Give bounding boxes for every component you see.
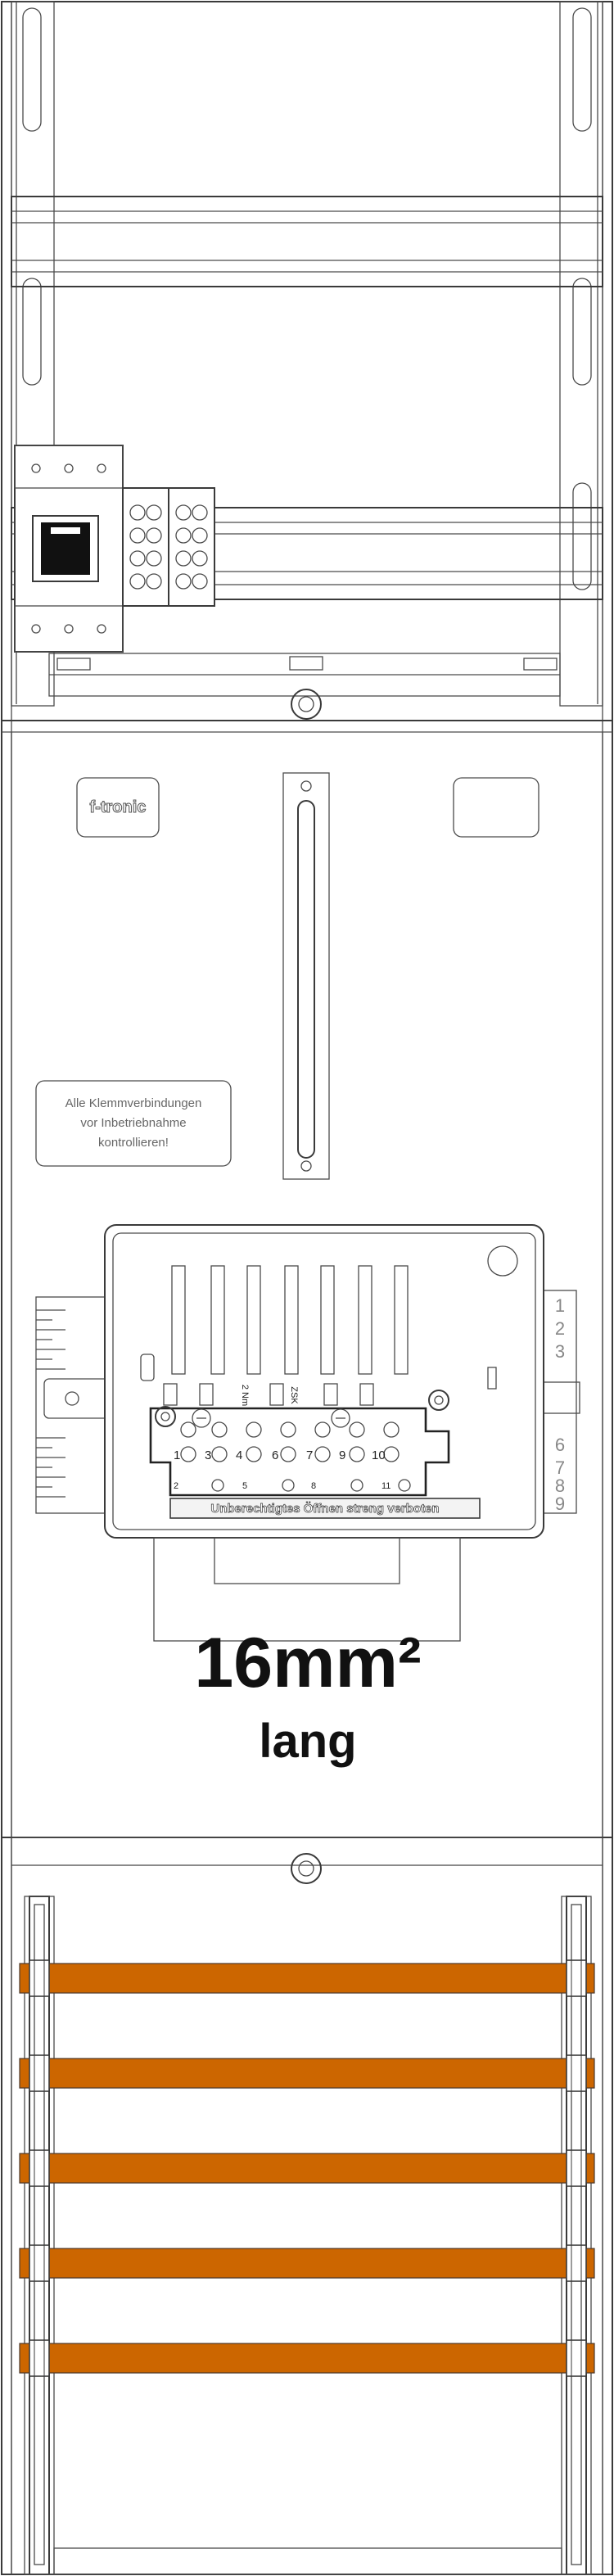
top-section <box>2 1 612 733</box>
terminal-number: 3 <box>205 1448 211 1462</box>
busbar-clip-slot <box>571 2339 582 2377</box>
scale-label: 1 <box>555 1295 565 1316</box>
copper-busbar <box>19 2153 595 2184</box>
warning-line-2: vor Inbetriebnahme <box>80 1116 186 1130</box>
copper-busbar <box>19 2248 595 2279</box>
cover-hinge-strip <box>48 653 561 720</box>
terminal-number-small: 8 <box>311 1481 316 1491</box>
busbars <box>19 1959 595 2377</box>
busbar-section <box>11 1837 603 2575</box>
left-scale <box>35 1296 160 1514</box>
busbar-clip <box>29 2244 50 2282</box>
torque-label: 2 Nm <box>240 1385 250 1406</box>
vertical-slot-bracket <box>282 772 330 1180</box>
warning-line-1: Alle Klemmverbindungen <box>65 1096 202 1110</box>
meter-section: f-tronic Alle Klemmverbindungen vor Inbe… <box>2 732 612 1838</box>
meter-skirt <box>153 1537 461 1642</box>
label-window <box>453 777 540 838</box>
busbar-clip-slot <box>34 1959 45 1997</box>
terminal-number: 10 <box>372 1448 386 1462</box>
logo-plate: f-tronic <box>76 777 160 838</box>
scale-label: 9 <box>555 1494 565 1514</box>
brand-logo: f-tronic <box>90 798 147 816</box>
scale-label: 8 <box>555 1476 565 1496</box>
busbar-clip-slot <box>34 2339 45 2377</box>
comb-pins <box>171 1265 409 1375</box>
zsk-label: ZSK <box>289 1386 299 1404</box>
terminal-blocks <box>122 487 215 607</box>
scale-label: 2 <box>555 1318 565 1339</box>
din-rail-upper <box>11 196 603 287</box>
busbar-holder-left <box>24 1896 55 2575</box>
busbar-clip <box>29 2149 50 2187</box>
busbar-clip-slot <box>571 2244 582 2282</box>
busbar-clip-slot <box>571 2054 582 2092</box>
right-scale: 1 2 3 6 7 8 9 <box>543 1290 580 1514</box>
busbar-clip-slot <box>34 2149 45 2187</box>
busbar-clip <box>566 2339 587 2377</box>
busbar-clip-slot <box>34 2054 45 2092</box>
scale-label: 7 <box>555 1457 565 1478</box>
terminal-number-small: 2 <box>174 1481 178 1491</box>
terminal-number: 6 <box>272 1448 278 1462</box>
busbar-clip-slot <box>34 2244 45 2282</box>
copper-busbar <box>19 2343 595 2374</box>
busbar-clip-slot <box>571 2149 582 2187</box>
cross-section-caption: 16mm² <box>194 1624 421 1702</box>
terminal-number: 4 <box>236 1448 242 1462</box>
terminal-number-small: 5 <box>242 1481 247 1491</box>
busbar-clip <box>29 1959 50 1997</box>
terminal-number-small: 11 <box>381 1481 391 1491</box>
busbar-clip <box>566 2149 587 2187</box>
terminal-number: 9 <box>339 1448 345 1462</box>
busbar-clip <box>566 2244 587 2282</box>
busbar-clip <box>29 2339 50 2377</box>
scale-label: 3 <box>555 1341 565 1362</box>
terminal-number: 1 <box>174 1448 180 1462</box>
copper-busbar <box>19 1963 595 1994</box>
variant-caption: lang <box>259 1715 356 1768</box>
terminal-number: 7 <box>306 1448 313 1462</box>
busbar-clip <box>29 2054 50 2092</box>
busbar-clip <box>566 1959 587 1997</box>
seal-notice: Unberechtigtes Öffnen streng verboten <box>210 1502 439 1516</box>
warning-sticker: Alle Klemmverbindungen vor Inbetriebnahm… <box>35 1080 232 1167</box>
busbar-clip <box>566 2054 587 2092</box>
busbar-clip-slot <box>571 1959 582 1997</box>
terminal-holes <box>180 1421 411 1492</box>
busbar-holder-right <box>561 1896 592 2575</box>
meter-mounting-plate: 2 Nm ZSK <box>104 1224 544 1539</box>
main-switch <box>14 445 124 653</box>
scale-label: 6 <box>555 1435 565 1455</box>
warning-line-3: kontrollieren! <box>98 1136 169 1150</box>
copper-busbar <box>19 2058 595 2089</box>
